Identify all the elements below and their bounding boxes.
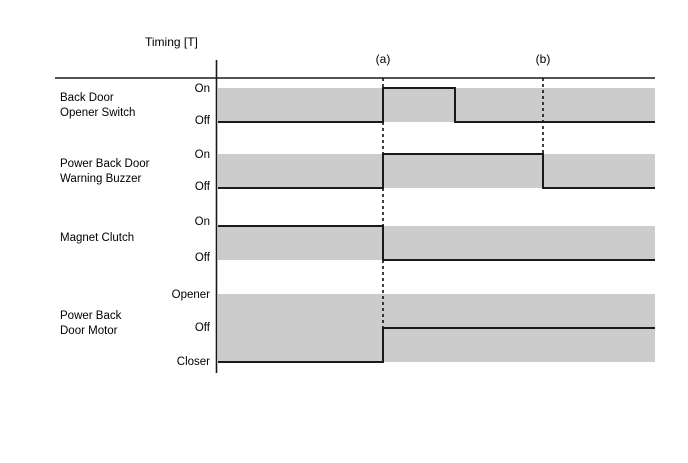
waveform-back-door-opener-switch: [218, 87, 655, 123]
band-row3: [218, 226, 655, 260]
marker-label-a: (a): [375, 52, 391, 66]
level-label-row1-on: On: [194, 83, 210, 95]
level-label-row3-on: On: [194, 216, 210, 228]
row-label-back-door-opener-switch-line1: Back Door: [60, 92, 114, 104]
row-label-magnet-clutch: Magnet Clutch: [60, 232, 135, 244]
row-label-power-back-door-motor-line2: Door Motor: [60, 325, 118, 337]
row-label-power-back-door-motor-line1: Power Back: [60, 310, 122, 322]
band-row1: [218, 88, 655, 122]
waveform-power-back-door-warning-buzzer: [218, 153, 655, 189]
level-label-row4-closer: Closer: [176, 356, 210, 368]
row-label-back-door-opener-switch-line2: Opener Switch: [60, 107, 136, 119]
marker-label-b: (b): [535, 52, 551, 66]
level-label-row1-off: Off: [194, 115, 210, 127]
level-label-row4-off: Off: [194, 322, 210, 334]
waveform-power-back-door-motor: [218, 327, 655, 363]
waveform-magnet-clutch: [218, 225, 655, 261]
level-label-row4-opener: Opener: [171, 289, 210, 301]
band-row2: [218, 154, 655, 188]
chart-title: Timing [T]: [145, 35, 198, 49]
row-label-power-back-door-warning-buzzer-line1: Power Back Door: [60, 158, 150, 170]
row-label-power-back-door-warning-buzzer-line2: Warning Buzzer: [60, 173, 142, 185]
level-label-row3-off: Off: [194, 252, 210, 264]
level-label-row2-on: On: [194, 149, 210, 161]
level-label-row2-off: Off: [194, 181, 210, 193]
